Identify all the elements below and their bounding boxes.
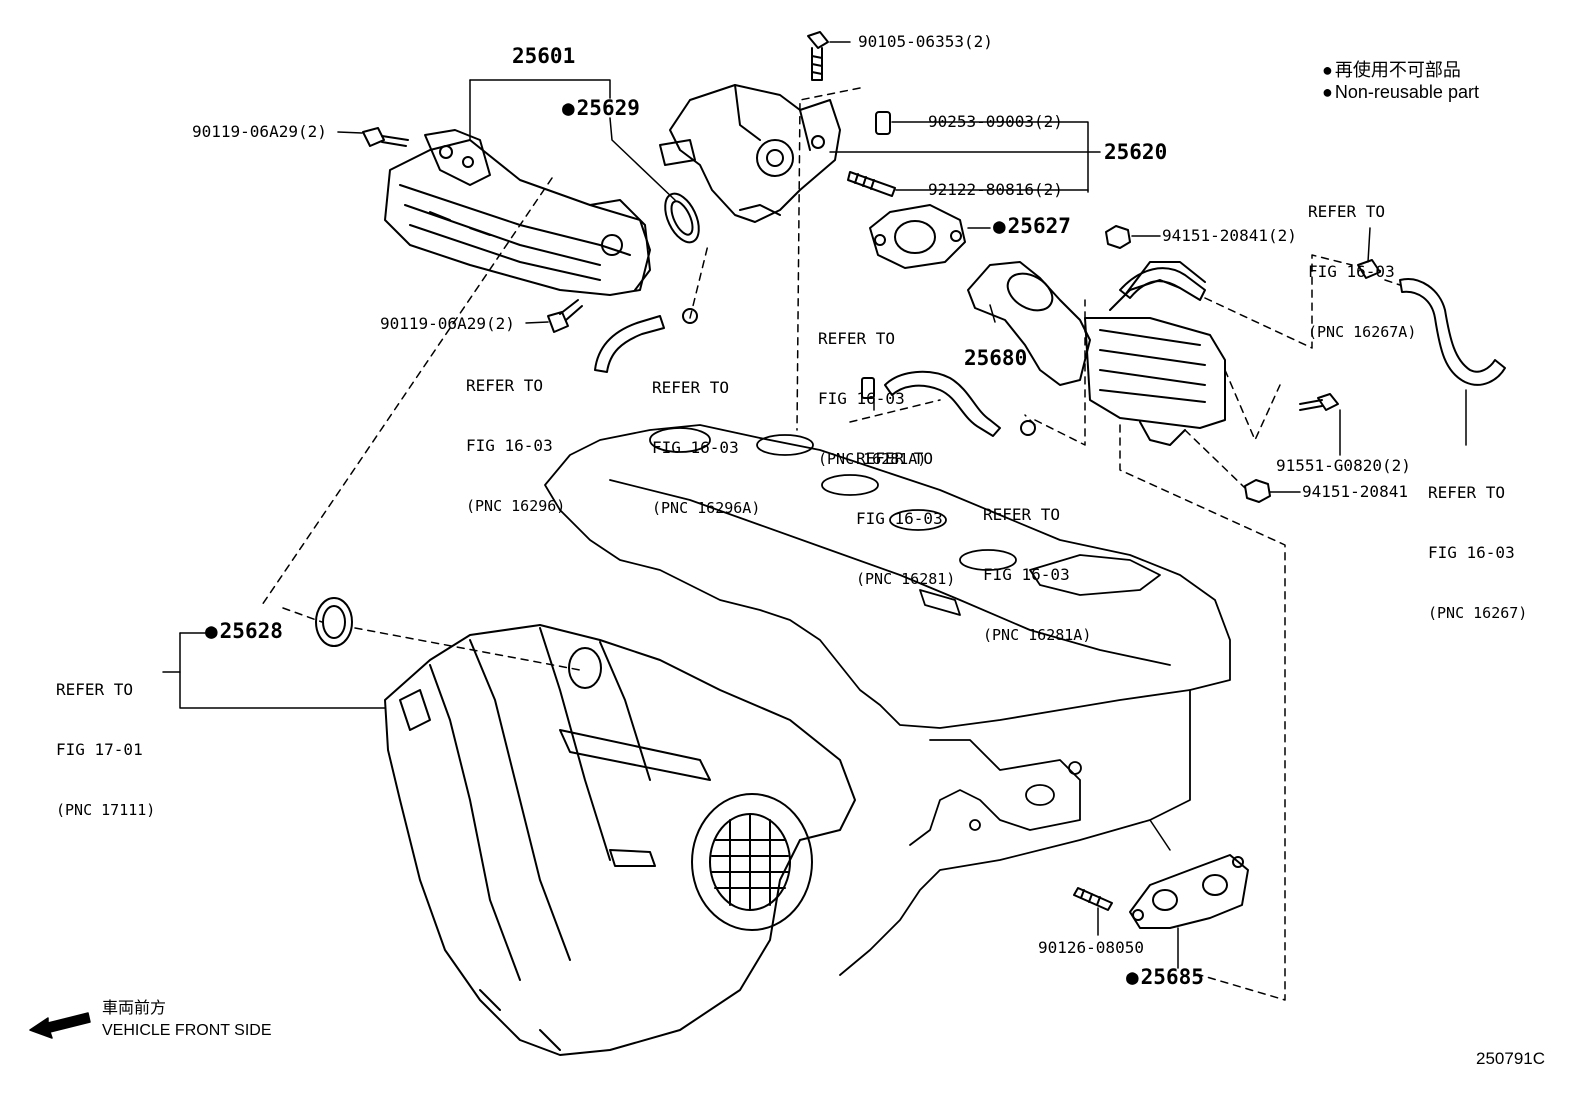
part-25629-text: 25629	[576, 96, 640, 120]
part-90105[interactable]: 90105-06353(2)	[858, 32, 993, 51]
bolt-90119-upper	[362, 127, 409, 147]
egr-cooler-25601-drawing	[384, 129, 651, 296]
clamps	[682, 259, 1381, 436]
bolt-90105	[807, 31, 829, 81]
part-25628[interactable]: 25628	[205, 619, 283, 643]
legend-jp-text: 再使用不可部品	[1334, 60, 1461, 80]
refer-line-1: REFER TO	[818, 329, 896, 348]
stud-92122	[847, 171, 896, 197]
part-94151-upper[interactable]: 94151-20841(2)	[1162, 226, 1297, 245]
part-92122[interactable]: 92122-80816(2)	[928, 180, 1063, 199]
refer-pnc-17111[interactable]: REFER TO FIG 17-01 (PNC 17111)	[56, 640, 155, 860]
part-90126[interactable]: 90126-08050	[1038, 938, 1144, 957]
nut-94151-lower	[1244, 479, 1271, 503]
refer-line-2: FIG 16-03	[983, 565, 1070, 584]
engine-head-outline	[544, 424, 1231, 976]
refer-line-2: FIG 16-03	[1308, 262, 1395, 281]
part-94151-lower[interactable]: 94151-20841	[1302, 482, 1408, 501]
figure-id: 250791C	[1476, 1049, 1546, 1068]
stud-90126	[1073, 887, 1113, 911]
intake-manifold-drawing	[384, 624, 856, 1056]
refer-pnc-16281[interactable]: REFER TO FIG 16-03 (PNC 16281)	[856, 409, 955, 629]
refer-pnc-16296[interactable]: REFER TO FIG 16-03 (PNC 16296)	[466, 336, 565, 556]
refer-line-2: FIG 16-03	[652, 438, 739, 457]
part-25628-text: 25628	[219, 619, 283, 643]
refer-line-3: (PNC 16281)	[856, 570, 956, 588]
gasket-25685	[1129, 854, 1249, 929]
dashed-lines	[261, 87, 1401, 1001]
gasket-25628	[315, 597, 353, 647]
part-25680[interactable]: 25680	[964, 346, 1028, 370]
egr-valve-25620-drawing	[659, 84, 841, 223]
gasket-25629	[664, 192, 700, 244]
part-25601[interactable]: 25601	[512, 44, 576, 68]
refer-line-3: (PNC 16296)	[466, 497, 566, 515]
refer-line-3: (PNC 16281A)	[818, 450, 927, 468]
refer-line-3: (PNC 16296A)	[652, 499, 761, 517]
refer-line-1: REFER TO	[466, 376, 544, 395]
refer-pnc-16281a-top[interactable]: REFER TO FIG 16-03 (PNC 16281A)	[818, 289, 926, 509]
bolt-90119-lower	[547, 299, 583, 333]
refer-line-1: REFER TO	[983, 505, 1061, 524]
refer-line-1: REFER TO	[652, 378, 730, 397]
vehicle-front-jp: 車両前方	[102, 1000, 167, 1017]
nut-94151-upper	[1105, 225, 1131, 249]
refer-pnc-16296a[interactable]: REFER TO FIG 16-03 (PNC 16296A)	[652, 338, 760, 558]
legend-non-reusable-jp: 再使用不可部品	[1322, 56, 1461, 82]
refer-line-3: (PNC 17111)	[56, 801, 156, 819]
part-25627-text: 25627	[1007, 214, 1071, 238]
part-25685[interactable]: 25685	[1126, 965, 1204, 989]
refer-line-2: FIG 16-03	[466, 436, 553, 455]
legend-non-reusable-en: Non-reusable part	[1322, 82, 1479, 103]
part-25629[interactable]: 25629	[562, 96, 640, 120]
vehicle-front-note: 車両前方 VEHICLE FRONT SIDE	[102, 998, 272, 1042]
refer-line-2: FIG 16-03	[1428, 543, 1515, 562]
part-91551[interactable]: 91551-G0820(2)	[1276, 456, 1411, 475]
part-25620[interactable]: 25620	[1104, 140, 1168, 164]
part-90119-lower[interactable]: 90119-06A29(2)	[380, 314, 515, 333]
part-90253[interactable]: 90253-09003(2)	[928, 112, 1063, 131]
refer-line-1: REFER TO	[856, 449, 934, 468]
vehicle-front-en: VEHICLE FRONT SIDE	[102, 1022, 272, 1039]
refer-line-3: (PNC 16281A)	[983, 626, 1092, 644]
refer-line-1: REFER TO	[1308, 202, 1386, 221]
legend-en-text: Non-reusable part	[1334, 82, 1479, 102]
leader-lines	[162, 41, 1467, 969]
refer-line-2: FIG 16-03	[818, 389, 905, 408]
part-25685-text: 25685	[1140, 965, 1204, 989]
part-90119-upper[interactable]: 90119-06A29(2)	[192, 122, 327, 141]
refer-pnc-16267a[interactable]: REFER TO FIG 16-03 (PNC 16267A)	[1308, 162, 1416, 382]
hoses	[594, 267, 1506, 437]
front-arrow	[29, 1012, 91, 1039]
refer-line-1: REFER TO	[56, 680, 134, 699]
part-25627[interactable]: 25627	[993, 214, 1071, 238]
bolt-91551	[1299, 393, 1339, 411]
refer-line-3: (PNC 16267A)	[1308, 323, 1417, 341]
refer-line-2: FIG 16-03	[856, 509, 943, 528]
refer-line-2: FIG 17-01	[56, 740, 143, 759]
gasket-25627	[869, 204, 966, 269]
refer-pnc-16267[interactable]: REFER TO FIG 16-03 (PNC 16267)	[1428, 443, 1527, 663]
refer-line-1: REFER TO	[1428, 483, 1506, 502]
refer-pnc-16281a-bottom[interactable]: REFER TO FIG 16-03 (PNC 16281A)	[983, 465, 1091, 685]
refer-line-3: (PNC 16267)	[1428, 604, 1528, 622]
pin-90253	[875, 111, 891, 135]
